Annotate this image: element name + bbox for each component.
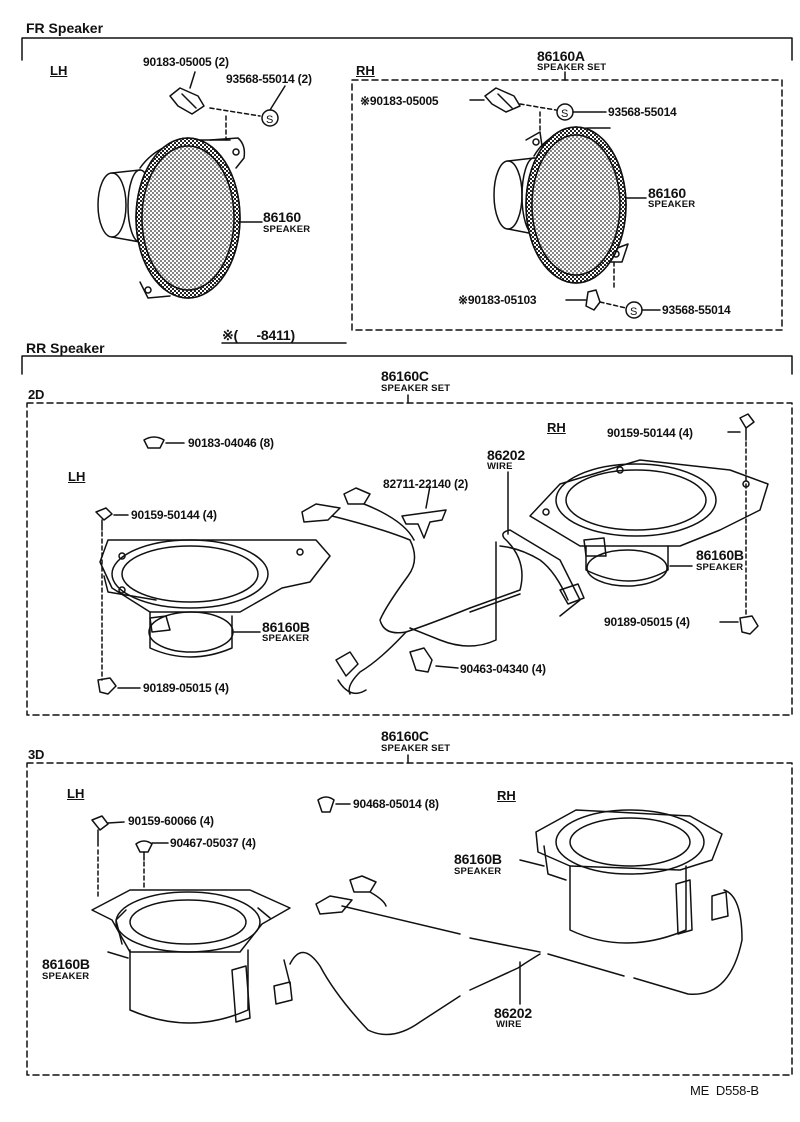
fr-lh-nut-label[interactable]: 93568-55014 (2) (226, 72, 312, 86)
rr-2d-wire-art (301, 471, 585, 695)
fr-rh-bolt-bottom-label[interactable]: ※90183-05103 (458, 293, 537, 307)
rr-3d-set-box (26, 762, 793, 1076)
rr-2d-rh-speaker-name: SPEAKER (696, 562, 744, 573)
rr-2d-clip-label[interactable]: 90183-04046 (8) (188, 436, 274, 450)
rr-2d-set-box (26, 402, 793, 716)
fr-rh-set-box (351, 79, 783, 331)
fr-rh-speaker-name: SPEAKER (648, 199, 696, 210)
fr-rh-set-name: SPEAKER SET (537, 62, 607, 73)
diagram-code: ME D558-B (690, 1083, 759, 1098)
fr-rh-fasteners-art: S S (469, 87, 661, 319)
rr-2d-clip-art (143, 436, 185, 449)
rr-2d-tag: 2D (28, 387, 45, 402)
rr-2d-clamp-label[interactable]: 82711-22140 (2) (383, 477, 469, 491)
fr-rh-side-label: RH (356, 63, 375, 78)
rr-2d-lh-side-label: LH (68, 469, 86, 484)
rr-3d-rh-speaker-number[interactable]: 86160B (454, 851, 502, 867)
rr-2d-wire-name: WIRE (487, 461, 513, 472)
rr-3d-tag: 3D (28, 747, 45, 762)
rr-3d-screw-label[interactable]: 90159-60066 (4) (128, 814, 214, 828)
fr-lh-side-label: LH (50, 63, 68, 78)
rr-3d-set-name: SPEAKER SET (381, 743, 451, 754)
rr-2d-lh-nut-label[interactable]: 90189-05015 (4) (143, 681, 229, 695)
rr-section-frame (21, 355, 793, 375)
rr-3d-lh-side-label: LH (67, 786, 85, 801)
rr-2d-rh-speaker-art (529, 413, 769, 635)
svg-text:S: S (266, 114, 273, 126)
rr-2d-lh-speaker-number[interactable]: 86160B (262, 619, 310, 635)
rr-3d-clip-a-label[interactable]: 90467-05037 (4) (170, 836, 256, 850)
rr-2d-set-name: SPEAKER SET (381, 383, 451, 394)
fr-rh-speaker-art (493, 126, 629, 284)
rr-2d-wire-number[interactable]: 86202 (487, 447, 525, 463)
fr-section-frame (21, 37, 793, 61)
fr-lh-speaker-art (97, 137, 246, 299)
rr-3d-wire-name: WIRE (496, 1019, 522, 1030)
rr-speaker-title: RR Speaker (26, 340, 105, 356)
rr-2d-rh-nut-label[interactable]: 90189-05015 (4) (604, 615, 690, 629)
fr-lh-speaker-number[interactable]: 86160 (263, 209, 301, 225)
rr-3d-lh-speaker-art (91, 889, 293, 1024)
fr-rh-nut-bottom-label[interactable]: 93568-55014 (662, 303, 731, 317)
rr-3d-rh-side-label: RH (497, 788, 516, 803)
rr-2d-lh-speaker-name: SPEAKER (262, 633, 310, 644)
fr-applicability-note: ※( -8411) (222, 327, 295, 343)
svg-text:S: S (561, 108, 568, 120)
rr-2d-rh-screw-label[interactable]: 90159-50144 (4) (607, 426, 693, 440)
rr-2d-set-number[interactable]: 86160C (381, 368, 429, 384)
fr-rh-set-number[interactable]: 86160A (537, 48, 585, 64)
fr-lh-fasteners-art: S (169, 71, 286, 141)
rr-2d-lh-screw-label[interactable]: 90159-50144 (4) (131, 508, 217, 522)
rr-2d-rh-side-label: RH (547, 420, 566, 435)
rr-3d-lh-speaker-name: SPEAKER (42, 971, 90, 982)
rr-3d-rh-speaker-name: SPEAKER (454, 866, 502, 877)
fr-speaker-title: FR Speaker (26, 20, 104, 36)
fr-rh-bolt-top-label[interactable]: ※90183-05005 (360, 94, 439, 108)
rr-2d-rh-speaker-number[interactable]: 86160B (696, 547, 744, 563)
fr-lh-bolt-label[interactable]: 90183-05005 (2) (143, 55, 229, 69)
svg-text:S: S (630, 306, 637, 318)
rr-3d-clip-b-label[interactable]: 90468-05014 (8) (353, 797, 439, 811)
rr-3d-wire-art (283, 875, 743, 1036)
rr-3d-fasteners-art (91, 796, 351, 899)
rr-2d-lh-speaker-art (95, 507, 331, 695)
rr-3d-set-number[interactable]: 86160C (381, 728, 429, 744)
rr-3d-lh-speaker-number[interactable]: 86160B (42, 956, 90, 972)
fr-lh-speaker-name: SPEAKER (263, 224, 311, 235)
fr-rh-nut-top-label[interactable]: 93568-55014 (608, 105, 677, 119)
rr-2d-wire-clip-label[interactable]: 90463-04340 (4) (460, 662, 546, 676)
rr-3d-wire-number[interactable]: 86202 (494, 1005, 532, 1021)
rr-3d-rh-speaker-art (535, 809, 729, 944)
fr-rh-speaker-number[interactable]: 86160 (648, 185, 686, 201)
